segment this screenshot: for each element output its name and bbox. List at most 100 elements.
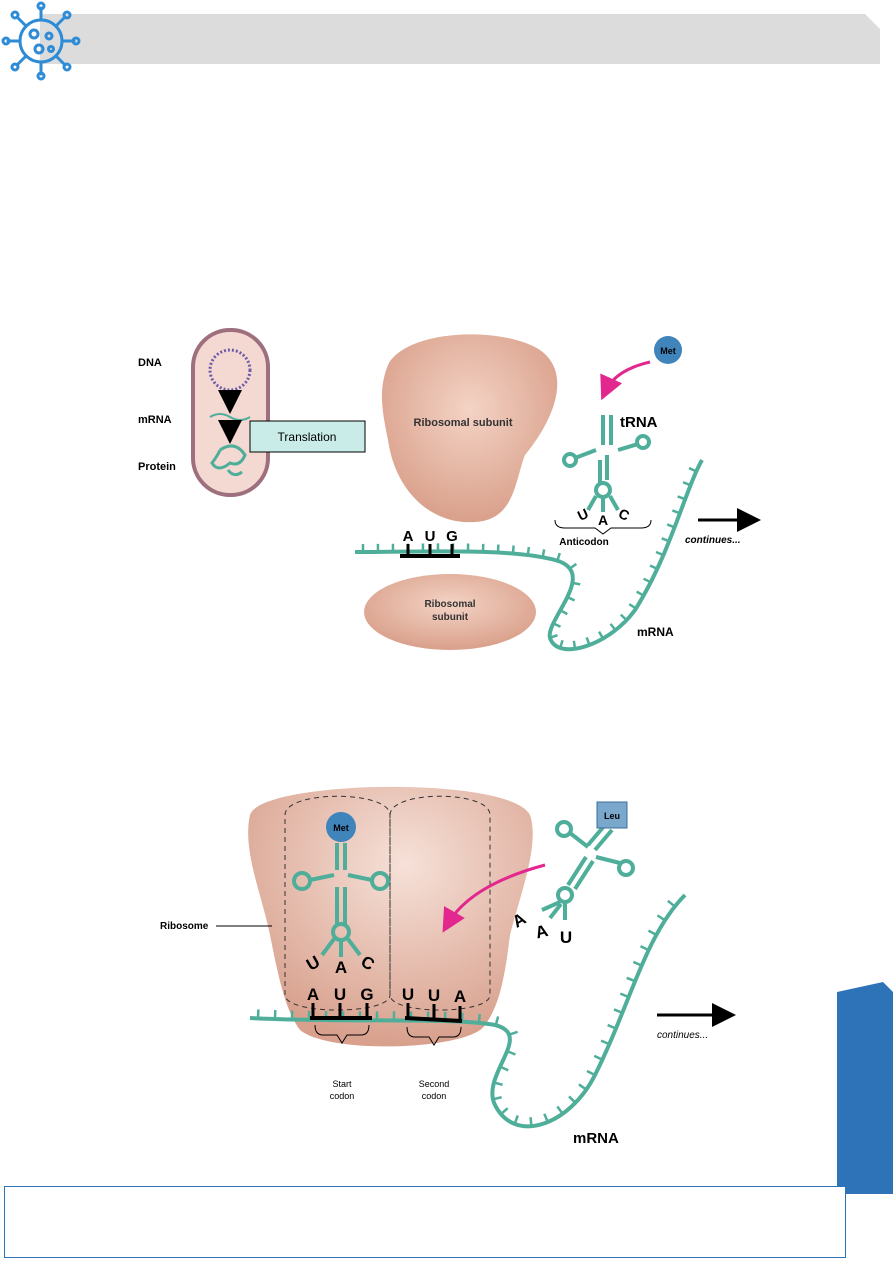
mrna-cell-label: mRNA [138,414,172,426]
leu-anticodon-base-3: U [560,928,572,947]
start-codon-base-3: G [360,985,373,1004]
small-subunit-label-line2: subunit [432,612,469,623]
mrna-base-tick [636,590,645,597]
mrna-base-tick [667,899,676,908]
mrna-base-tick [572,640,577,649]
start-codon-brace [314,1024,370,1044]
mrna-base-tick [506,1050,516,1056]
mrna-base-tick [682,481,691,487]
mrna-base-tick [643,577,652,584]
continues-label: continues... [657,1030,708,1041]
mrna-base-tick [619,613,628,622]
mrna-strand [354,459,704,652]
met-label: Met [660,346,676,356]
mrna-label: mRNA [573,1130,619,1147]
mrna-base-tick [500,1107,509,1116]
mrna-base-tick [607,1023,617,1030]
codon-base-3: G [446,528,458,545]
mrna-base-tick [568,1095,577,1104]
anticodon-base-2: A [598,512,608,528]
start-codon [400,544,460,558]
mrna-base-tick [526,546,531,556]
large-ribosomal-subunit [381,334,558,523]
mrna-base-tick [566,595,576,602]
leu-label: Leu [604,811,620,821]
mrna-base-tick [511,545,515,554]
mrna-base-tick [558,639,564,649]
translation-label: Translation [278,430,337,444]
met-anticodon-base-2: A [335,958,347,977]
met-amino-acid [654,336,682,364]
mrna-base-tick [477,1013,482,1024]
second-codon-label-line2: codon [422,1091,447,1101]
small-subunit-label-line1: Ribosomal [424,599,475,610]
mrna-base-tick [656,914,666,922]
mrna-label: mRNA [637,625,674,639]
mrna-base-tick [639,945,650,952]
small-ribosomal-subunit [364,574,536,650]
codon-base-1: A [403,528,414,545]
header-bar [40,14,880,64]
met-label: Met [333,823,349,833]
leu-anticodon-base-2: A [533,921,550,943]
mrna-base-tick [649,564,658,570]
side-tab [837,982,893,1194]
mrna-base-tick [666,523,676,529]
mrna-base-tick [613,1008,623,1014]
mrna-base-tick [628,603,637,610]
second-codon-base-3: A [454,987,466,1006]
protein-label: Protein [138,461,176,473]
mrna-base-tick [543,1113,549,1123]
mrna-base-tick [578,1083,588,1091]
mrna-base-tick [541,549,546,558]
mrna-base-tick [593,1054,603,1061]
start-codon-base-1: A [307,985,319,1004]
mrna-base-tick [556,552,561,562]
incoming-arrow [442,863,546,933]
met-amino-acid [326,812,356,842]
ribosome-label: Ribosome [160,921,209,932]
bacterial-cell [191,328,270,497]
mrna-base-tick [619,992,630,999]
mrna-base-tick [626,976,636,983]
mrna-base-tick [600,1039,610,1046]
met-arrow [600,360,651,401]
mrna-base-tick [549,634,558,639]
translation-box [249,420,366,453]
mrna-base-tick [492,1095,503,1101]
mrna-base-tick [529,1117,533,1127]
start-codon [310,1003,372,1020]
trna-label: tRNA [620,414,658,431]
start-codon-label-line1: Start [332,1079,352,1089]
leu-anticodon-base-1: A [509,909,529,932]
anticodon-label: Anticodon [559,537,608,548]
anticodon-brace [554,519,652,535]
mrna-base-tick [572,581,581,586]
mrna-base-tick [499,1065,509,1072]
continues-label: continues... [685,535,741,546]
dna-label: DNA [138,357,162,369]
second-codon-label-line1: Second [419,1079,450,1089]
mrna-base-tick [671,509,681,515]
mrna-base-tick [552,622,562,628]
mrna-base-tick [559,609,568,616]
mrna-base-tick [677,495,686,501]
second-codon [404,1003,463,1023]
large-subunit-label: Ribosomal subunit [414,417,513,429]
mrna-base-tick [655,550,664,557]
second-codon-brace [406,1026,462,1046]
mrna-base-tick [493,1081,503,1087]
mrna-base-tick [688,466,697,473]
mrna-base-tick [585,637,591,646]
met-trna [292,843,390,957]
start-codon-label-line2: codon [330,1091,355,1101]
mrna-base-tick [569,562,578,570]
mrna-base-tick [632,960,643,967]
virus-icon [1,1,81,81]
codon-base-2: U [425,528,436,545]
mrna-base-tick [609,623,617,631]
mrna-base-tick [508,1030,519,1036]
start-codon-base-2: U [334,985,346,1004]
mrna-base-tick [597,630,605,640]
ribosome-elongation-diagram: Ribosome A U G U U A U A C Met [160,786,736,1147]
